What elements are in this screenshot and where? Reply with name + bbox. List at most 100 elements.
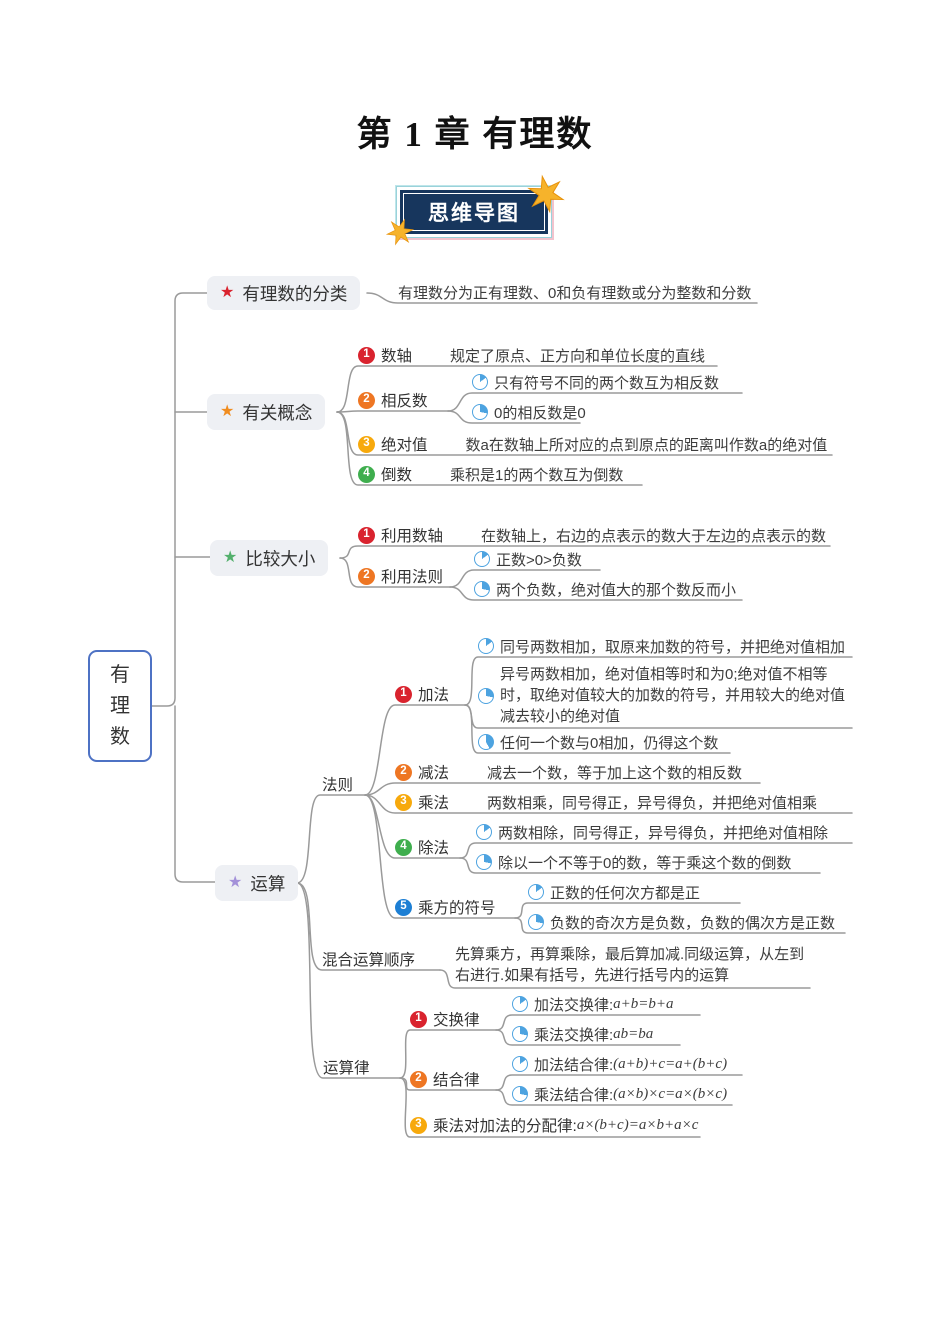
rules-add-sub1: 同号两数相加，取原来加数的符号，并把绝对值相加	[478, 635, 845, 657]
leaf-text: 异号两数相加，绝对值相等时和为0;绝对值不相等时，取绝对值较大的加数的符号，并用…	[500, 666, 846, 725]
mixed-order-desc: 先算乘方，再算乘除，最后算加减.同级运算，从左到右进行.如果有括号，先进行括号内…	[455, 944, 811, 986]
laws-commutative-node: 1 交换律	[410, 1008, 480, 1030]
node-label: 加法	[418, 687, 450, 704]
branch-compare: ★ 比较大小	[210, 540, 329, 576]
pie-progress-icon	[472, 374, 488, 390]
number-5-badge: 5	[395, 898, 412, 916]
leaf-text: 负数的奇次方是负数，负数的偶次方是正数	[550, 914, 836, 932]
node-label: 结合律	[433, 1072, 480, 1089]
number-1-badge: 1	[395, 685, 412, 703]
page-title: 第 1 章 有理数	[356, 115, 594, 154]
node-label: 绝对值	[381, 437, 428, 454]
leaf-text: 乘法交换律:	[534, 1026, 614, 1044]
classification-desc: 有理数分为正有理数、0和负有理数或分为整数和分数	[398, 281, 751, 303]
compare-rule-node: 2 利用法则	[358, 565, 443, 587]
rules-power-sub2: 负数的奇次方是负数，负数的偶次方是正数	[528, 911, 835, 933]
leaf-text: 正数的任何次方都是正	[550, 884, 701, 902]
concept-opposite-node: 2 相反数	[358, 389, 428, 411]
concept-reciprocal-node: 4 倒数 乘积是1的两个数互为倒数	[358, 463, 623, 485]
pie-progress-icon	[476, 824, 492, 840]
mindmap-badge-frame: 思维导图	[400, 190, 548, 234]
node-label: 减法	[418, 765, 450, 782]
node-label: 乘方的符号	[418, 900, 496, 917]
root-label: 有理数	[110, 663, 130, 748]
branch-classification: ★ 有理数的分类	[207, 276, 361, 310]
pie-progress-icon	[478, 734, 494, 750]
node-label: 数轴	[381, 348, 413, 365]
rules-power-sub1: 正数的任何次方都是正	[528, 881, 700, 903]
leaf-text: 加法结合律:	[534, 1056, 614, 1074]
formula-text: (a×b)×c=a×(b×c)	[613, 1085, 728, 1102]
concept-opposite-sub2: 0的相反数是0	[472, 401, 586, 423]
pie-progress-icon	[472, 404, 488, 420]
rules-add-sub2: 异号两数相加，绝对值相等时和为0;绝对值不相等时，取绝对值较大的加数的符号，并用…	[478, 664, 852, 727]
leaf-text: 正数>0>负数	[496, 551, 582, 569]
compare-rule-sub2: 两个负数，绝对值大的那个数反而小	[474, 578, 736, 600]
mindmap-badge: 思维导图	[396, 186, 552, 238]
branch-concepts: ★ 有关概念	[207, 394, 326, 430]
rules-node: 法则	[322, 773, 353, 795]
leaf-text: 规定了原点、正方向和单位长度的直线	[450, 347, 706, 365]
node-label: 乘法	[418, 795, 450, 812]
branch-operation: ★ 运算	[215, 865, 299, 901]
pie-progress-icon	[528, 914, 544, 930]
compare-axis-node: 1 利用数轴 在数轴上，右边的点表示的数大于左边的点表示的数	[358, 524, 826, 546]
leaf-text: 先算乘方，再算乘除，最后算加减.同级运算，从左到右进行.如果有括号，先进行括号内…	[455, 946, 805, 984]
leaf-text: 0的相反数是0	[494, 404, 586, 422]
node-label: 交换律	[433, 1012, 480, 1029]
mindmap-badge-label: 思维导图	[428, 202, 520, 225]
number-1-badge: 1	[358, 526, 375, 544]
number-1-badge: 1	[410, 1010, 427, 1028]
leaf-text: 两数相乘，同号得正，异号得负，并把绝对值相乘	[487, 794, 818, 812]
mixed-order-node: 混合运算顺序	[322, 948, 415, 970]
rules-add-sub3: 任何一个数与0相加，仍得这个数	[478, 731, 718, 753]
star-icon: ★	[223, 549, 238, 566]
number-1-badge: 1	[358, 346, 375, 364]
branch-label: 有关概念	[242, 402, 313, 423]
pie-progress-icon	[478, 638, 494, 654]
star-icon: ★	[220, 284, 235, 301]
node-label: 相反数	[381, 393, 428, 410]
leaf-text: 任何一个数与0相加，仍得这个数	[500, 734, 719, 752]
number-3-badge: 3	[395, 793, 412, 811]
rules-mul-node: 3 乘法 两数相乘，同号得正，异号得负，并把绝对值相乘	[395, 791, 817, 813]
branch-label: 运算	[250, 873, 286, 894]
node-label: 法则	[322, 777, 354, 794]
compare-rule-sub1: 正数>0>负数	[474, 548, 582, 570]
number-4-badge: 4	[395, 838, 412, 856]
formula-text: (a+b)+c=a+(b+c)	[613, 1055, 728, 1072]
laws-distributive-node: 3 乘法对加法的分配律:a×(b+c)=a×b+a×c	[410, 1114, 698, 1136]
rules-div-node: 4 除法	[395, 836, 449, 858]
leaf-text: 乘积是1的两个数互为倒数	[450, 466, 624, 484]
number-4-badge: 4	[358, 465, 375, 483]
laws-associative-node: 2 结合律	[410, 1068, 480, 1090]
node-label: 利用数轴	[381, 528, 444, 545]
rules-div-sub1: 两数相除，同号得正，异号得负，并把绝对值相除	[476, 821, 828, 843]
pie-progress-icon	[512, 1056, 528, 1072]
pie-progress-icon	[474, 551, 490, 567]
node-label: 除法	[418, 840, 450, 857]
node-label: 运算律	[323, 1060, 370, 1077]
laws-associative-sub1: 加法结合律:(a+b)+c=a+(b+c)	[512, 1053, 727, 1075]
laws-commutative-sub2: 乘法交换律:ab=ba	[512, 1023, 653, 1045]
leaf-text: 两个负数，绝对值大的那个数反而小	[496, 581, 737, 599]
number-2-badge: 2	[358, 567, 375, 585]
node-label: 利用法则	[381, 569, 444, 586]
number-2-badge: 2	[410, 1070, 427, 1088]
number-2-badge: 2	[358, 391, 375, 409]
leaf-text: 只有符号不同的两个数互为相反数	[494, 374, 720, 392]
leaf-text: 同号两数相加，取原来加数的符号，并把绝对值相加	[500, 638, 846, 656]
leaf-text: 乘法结合律:	[534, 1086, 614, 1104]
number-2-badge: 2	[395, 763, 412, 781]
leaf-text: 两数相除，同号得正，异号得负，并把绝对值相除	[498, 824, 829, 842]
leaf-text: 在数轴上，右边的点表示的数大于左边的点表示的数	[481, 527, 827, 545]
pie-progress-icon	[512, 996, 528, 1012]
pie-progress-icon	[476, 854, 492, 870]
node-label: 乘法对加法的分配律:	[433, 1118, 577, 1135]
laws-associative-sub2: 乘法结合律:(a×b)×c=a×(b×c)	[512, 1083, 727, 1105]
concept-absolute-node: 3 绝对值 数a在数轴上所对应的点到原点的距离叫作数a的绝对值	[358, 433, 827, 455]
pie-progress-icon	[528, 884, 544, 900]
node-label: 倒数	[381, 467, 413, 484]
leaf-text: 有理数分为正有理数、0和负有理数或分为整数和分数	[398, 284, 752, 302]
